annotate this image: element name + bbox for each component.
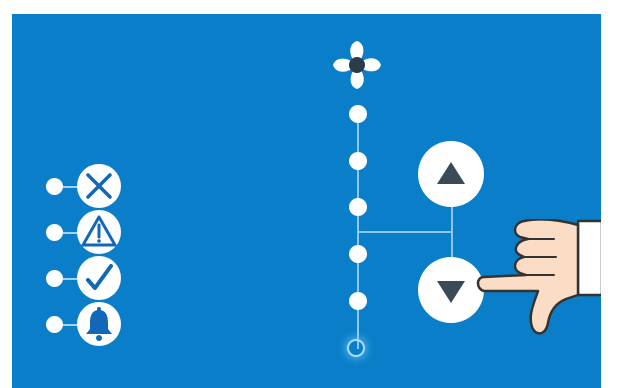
hand-pointer-icon	[474, 219, 601, 339]
control-panel	[12, 14, 601, 388]
status-connector	[63, 232, 77, 234]
fan-level-2[interactable]	[349, 292, 367, 310]
fan-level-current[interactable]	[347, 339, 365, 357]
bell-icon	[77, 302, 121, 346]
warning-triangle-icon	[77, 210, 121, 254]
increase-fan-button[interactable]	[418, 141, 484, 207]
fan-level-4[interactable]	[349, 198, 367, 216]
status-dot[interactable]	[46, 224, 63, 241]
status-connector	[63, 324, 77, 326]
status-item-error	[46, 164, 136, 208]
status-connector	[63, 186, 77, 188]
status-dot[interactable]	[46, 178, 63, 195]
fan-level-6[interactable]	[349, 105, 367, 123]
status-item-warning	[46, 210, 136, 254]
status-dot[interactable]	[46, 270, 63, 287]
status-dot[interactable]	[46, 316, 63, 333]
checkmark-icon	[77, 256, 121, 300]
status-connector	[63, 278, 77, 280]
fan-icon	[328, 36, 386, 94]
fan-level-3[interactable]	[349, 245, 367, 263]
x-icon	[77, 164, 121, 208]
fan-level-5[interactable]	[349, 152, 367, 170]
up-triangle-icon	[418, 141, 484, 207]
status-item-alarm	[46, 302, 136, 346]
status-item-ok	[46, 256, 136, 300]
